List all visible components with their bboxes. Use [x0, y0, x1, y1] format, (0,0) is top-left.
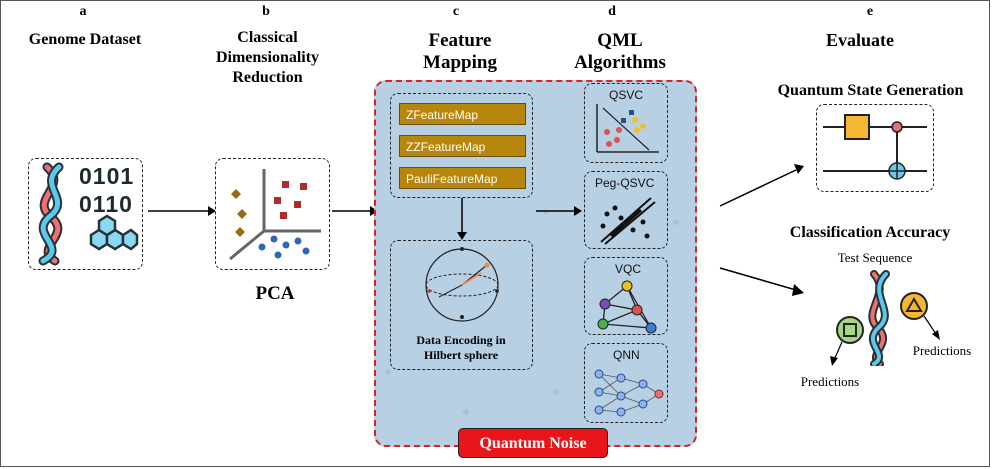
vqc-graph-icon [597, 280, 657, 334]
feature-mapping-title: Feature Mapping [423, 30, 497, 73]
hilbert-sphere-box: Data Encoding in Hilbert sphere [390, 240, 533, 370]
pca-box [215, 158, 330, 270]
genome-dataset-title: Genome Dataset [28, 31, 142, 48]
qsvc-label: QSVC [609, 88, 644, 102]
binary-0110: 0110 [79, 191, 133, 217]
arrows-to-evaluate [719, 164, 804, 296]
vqc-label: VQC [615, 262, 642, 276]
panel-letter-a: a [79, 4, 87, 19]
panel-letter-d: d [608, 4, 616, 19]
pca-caption: PCA [255, 283, 295, 304]
qsvc-box: QSVC [584, 83, 668, 163]
panel-letter-c: c [452, 4, 460, 19]
qsvc-icon [596, 104, 659, 153]
zzfeaturemap-label: ZZFeatureMap [399, 135, 526, 157]
test-sequence-label: Test Sequence [837, 250, 913, 265]
panel-letter-e: e [866, 4, 874, 19]
predictions-left-label: Predictions [800, 374, 860, 389]
peg-qsvc-label: Peg-QSVC [595, 176, 655, 190]
evaluate-title: Evaluate [825, 30, 894, 50]
bloch-sphere-icon [425, 247, 499, 322]
pca-scatter-icon [229, 169, 321, 261]
paulifeaturemap-label: PauliFeatureMap [399, 167, 526, 189]
classification-icon [830, 270, 940, 366]
genome-dataset-box: 0101 0110 [28, 158, 143, 270]
qnn-label: QNN [613, 348, 640, 362]
quantum-state-generation-title: Quantum State Generation [777, 82, 964, 99]
classification-accuracy-title: Classification Accuracy [789, 224, 951, 241]
dna-binary-icon [38, 162, 139, 266]
predictions-right-label: Predictions [912, 343, 972, 358]
arrow-a-to-b [148, 206, 216, 216]
peg-qsvc-icon [600, 197, 656, 245]
arrow-c-to-d [536, 206, 582, 216]
binary-0101: 0101 [79, 163, 135, 189]
arrow-b-to-c [332, 206, 378, 216]
quantum-circuit-icon [823, 114, 927, 180]
qnn-network-icon [594, 369, 664, 417]
qml-algorithms-title: QML Algorithms [574, 30, 666, 73]
arrow-map-to-sphere [457, 198, 467, 240]
zfeaturemap-label: ZFeatureMap [399, 103, 526, 125]
quantum-noise-badge: Quantum Noise [458, 428, 608, 458]
feature-map-list-box: ZFeatureMap ZZFeatureMap PauliFeatureMap [390, 93, 533, 198]
data-encoding-caption: Data Encoding in Hilbert sphere [416, 333, 506, 362]
peg-qsvc-box: Peg-QSVC [584, 171, 668, 249]
panel-letter-b: b [262, 4, 270, 19]
qnn-box: QNN [584, 343, 668, 423]
quantum-circuit-box [816, 104, 934, 192]
vqc-box: VQC [584, 257, 668, 335]
dimensionality-reduction-title: Classical Dimensionality Reduction [215, 29, 320, 86]
